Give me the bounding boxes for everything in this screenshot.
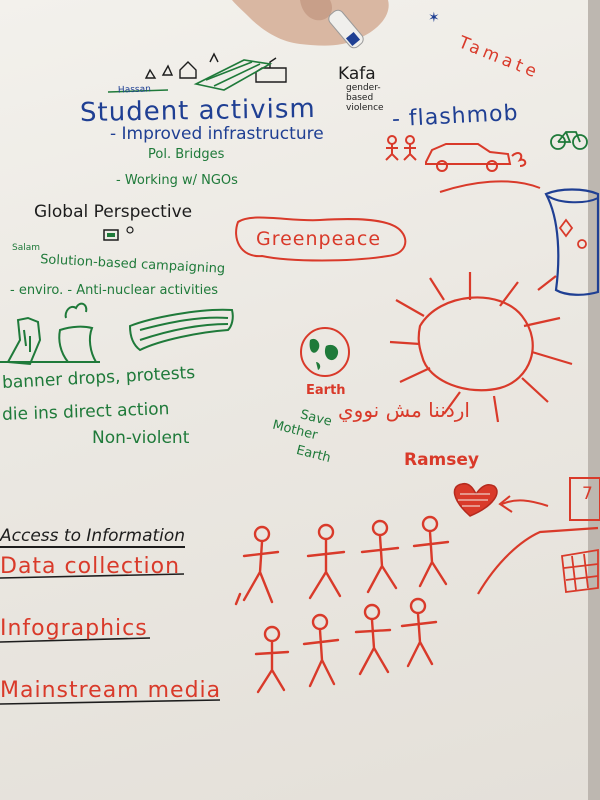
arrow-icon: [498, 495, 549, 513]
title-underline: [107, 89, 169, 93]
note-earth-label: Earth: [306, 383, 346, 398]
sun-doodle-icon: [389, 272, 573, 423]
note-access-information: Access to Information: [0, 526, 186, 548]
calendar-box-icon: [569, 477, 600, 521]
note-seven: 7: [582, 484, 593, 504]
note-mainstream-media: Mainstream media: [0, 678, 222, 703]
note-kafa: Kafa: [338, 64, 376, 84]
grid-doodle-icon: [561, 548, 599, 594]
heart-icon: [453, 482, 498, 517]
note-gender-violence: gender-based violence: [346, 83, 384, 113]
stick-figures-crowd-icon: [234, 515, 450, 694]
mainstream-underline: [0, 699, 221, 705]
note-arabic-slogan: اردننا مش نووي: [338, 398, 470, 422]
note-global-perspective: Global Perspective: [34, 202, 193, 222]
nuclear-tower-doodle-icon: [0, 302, 234, 366]
note-infographics: Infographics: [0, 616, 148, 641]
infographics-underline: [0, 637, 151, 643]
bicycle-icon: [550, 131, 588, 150]
stick-figure: [254, 625, 290, 694]
hand-with-marker: [232, 0, 389, 49]
table-edge: [588, 0, 600, 800]
stick-figure: [400, 597, 438, 668]
note-working-ngos: - Working w/ NGOs: [116, 173, 238, 188]
cooling-tower-doodle-icon: [439, 180, 600, 296]
laptop-icon: [103, 226, 134, 241]
note-improved-infrastructure: - Improved infrastructure: [110, 124, 324, 144]
note-ramsey: Ramsey: [404, 450, 480, 470]
note-greenpeace: Greenpeace: [256, 228, 382, 250]
note-hassan: Hassan: [117, 84, 152, 96]
greenpeace-cloud-icon: [235, 216, 407, 262]
data-underline: [0, 573, 185, 579]
houses-doodle-icon: [144, 52, 287, 83]
earth-globe-icon: [300, 327, 350, 377]
stick-figure: [354, 603, 392, 676]
note-data-collection: Data collection: [0, 554, 181, 579]
star-doodle-icon: ✶: [428, 10, 440, 26]
note-enviro-anti-nuclear: - enviro. - Anti-nuclear activities: [10, 283, 219, 298]
note-student-activism: Student activism: [79, 93, 316, 129]
stick-figure: [302, 613, 340, 688]
table-edge-doodle: [477, 526, 599, 595]
flashmob-people-icon: [385, 135, 417, 161]
stick-figure: [306, 523, 346, 600]
stick-figure: [360, 519, 400, 594]
note-non-violent: Non-violent: [92, 428, 190, 448]
bridge-doodle-icon: [193, 59, 273, 91]
note-pol-bridges: Pol. Bridges: [148, 147, 225, 162]
stick-figure: [234, 525, 280, 606]
stick-figure: [412, 515, 450, 588]
car-doodle-icon: [425, 143, 527, 172]
note-salam: Salam: [12, 243, 41, 253]
